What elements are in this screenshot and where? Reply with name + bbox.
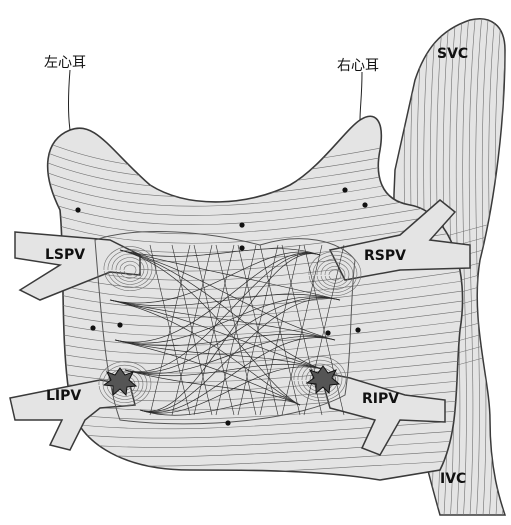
ganglion-dot — [225, 420, 230, 425]
ganglion-dot — [239, 222, 244, 227]
ganglion-dot — [325, 330, 330, 335]
ganglion-dot — [362, 202, 367, 207]
label-lipv: LIPV — [46, 388, 81, 404]
label-rspv: RSPV — [364, 248, 406, 264]
label-ripv: RIPV — [362, 391, 399, 407]
leader-right-appendage — [360, 72, 362, 120]
label-left-atrial-appendage: 左心耳 — [44, 52, 86, 72]
label-svc: SVC — [437, 46, 468, 62]
ganglion-dot — [90, 325, 95, 330]
ganglion-dot — [239, 245, 244, 250]
ganglion-dot — [342, 187, 347, 192]
label-right-atrial-appendage: 右心耳 — [337, 55, 379, 75]
ganglion-dot — [117, 322, 122, 327]
leader-left-appendage — [69, 70, 71, 130]
label-ivc: IVC — [440, 471, 466, 487]
label-lspv: LSPV — [45, 247, 85, 263]
ganglion-dot — [355, 327, 360, 332]
ganglion-dot — [75, 207, 80, 212]
